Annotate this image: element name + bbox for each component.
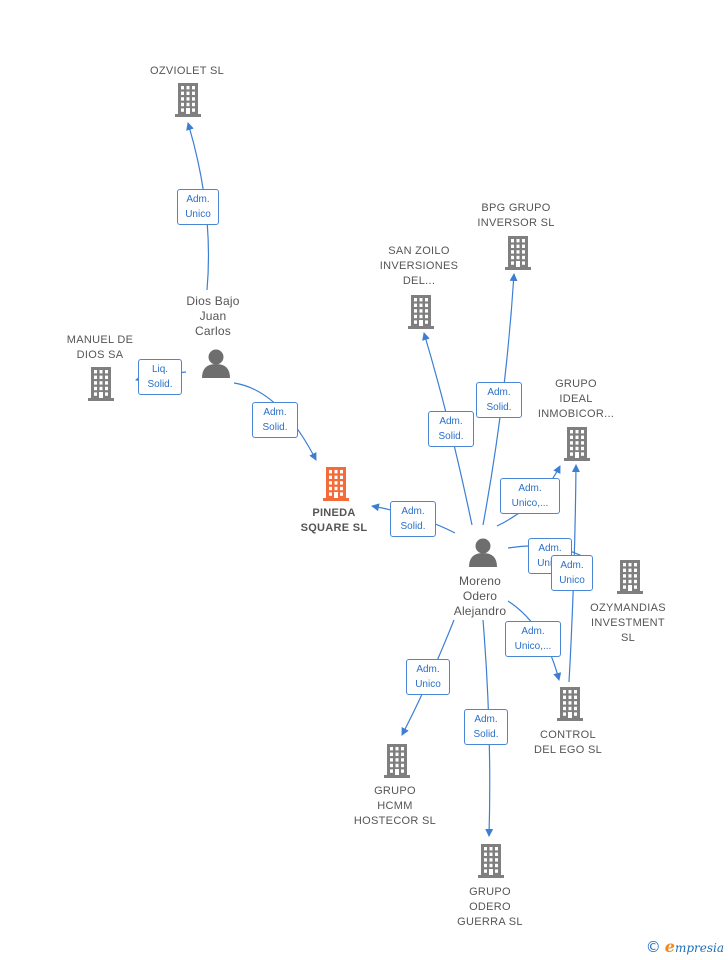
edge-label-control-to-grupoideal[interactable]: Adm. Unico <box>551 555 593 591</box>
edge-label-moreno-to-sanzoilo[interactable]: Adm. Solid. <box>428 411 474 447</box>
node-label-line: CONTROL <box>540 729 596 741</box>
building-icon-hcmm[interactable] <box>384 744 410 778</box>
building-icon-bpg[interactable] <box>505 236 531 270</box>
node-label-hcmm[interactable]: GRUPO HCMM HOSTECOR SL <box>354 784 436 829</box>
edge-label-line: Solid. <box>400 521 426 532</box>
brand-initial: e <box>664 937 675 956</box>
edge-label-line: Unico <box>415 679 441 690</box>
node-label-odero[interactable]: GRUPO ODERO GUERRA SL <box>457 885 523 930</box>
edge-label-line: Adm. <box>538 543 562 554</box>
icons-layer <box>88 83 643 878</box>
node-label-line: SAN ZOILO <box>388 245 450 257</box>
edge-label-line: Liq. <box>151 364 169 375</box>
building-icon-manuel[interactable] <box>88 367 114 401</box>
empresia-logo[interactable]: ©empresia <box>646 937 724 956</box>
brand-name: mpresia <box>674 941 724 955</box>
edge-label-line: Adm. <box>474 714 498 725</box>
node-label-ozymandias[interactable]: OZYMANDIAS INVESTMENT SL <box>590 601 666 646</box>
edge-label-moreno-to-control[interactable]: Adm. Unico,... <box>505 621 561 657</box>
building-icon-sanzoilo[interactable] <box>408 295 434 329</box>
edge-label-line: Adm. <box>439 416 463 427</box>
edge-label-line: Unico <box>559 575 585 586</box>
node-label-line: INVERSIONES <box>379 260 459 272</box>
edge-label-line: Adm. <box>521 626 545 637</box>
edge-label-line: Adm. <box>518 483 542 494</box>
node-label-line: Odero <box>462 589 498 603</box>
edge-label-line: Adm. <box>560 560 584 571</box>
building-icon-ozymandias[interactable] <box>617 560 643 594</box>
node-label-line: INMOBICOR... <box>537 408 615 420</box>
edge-label-line: Adm. <box>186 194 210 205</box>
edge-label-line: Solid. <box>473 729 499 740</box>
node-label-line: Moreno <box>459 574 501 588</box>
node-label-line: GRUPO <box>374 785 416 797</box>
edge-label-moreno-to-hcmm[interactable]: Adm. Unico <box>406 659 450 695</box>
edge-label-diosbajo-to-pineda[interactable]: Adm. Solid. <box>252 402 298 438</box>
edge-label-diosbajo-to-ozviolet[interactable]: Adm. Unico <box>177 189 219 225</box>
copyright-icon: © <box>645 938 661 956</box>
edge-label-moreno-to-grupoideal[interactable]: Adm. Unico,... <box>500 478 560 514</box>
edge-label-diosbajo-to-manuel[interactable]: Liq. Solid. <box>138 359 182 395</box>
node-label-line: OZVIOLET SL <box>149 65 225 77</box>
node-label-line: IDEAL <box>559 393 593 405</box>
edge-label-line: Adm. <box>416 664 440 675</box>
node-label-line: Carlos <box>195 324 231 338</box>
edge-label-moreno-to-odero[interactable]: Adm. Solid. <box>464 709 508 745</box>
edge-label-line: Unico,... <box>511 498 549 509</box>
node-label-pineda[interactable]: PINEDA SQUARE SL <box>301 506 368 536</box>
edge-label-line: Adm. <box>263 407 287 418</box>
edge-label-line: Solid. <box>486 402 512 413</box>
node-label-line: DEL EGO SL <box>533 744 603 756</box>
building-icon-grupoideal[interactable] <box>564 427 590 461</box>
edge-label-line: Adm. <box>487 387 511 398</box>
node-label-line: INVERSOR SL <box>477 217 555 229</box>
node-label-bpg[interactable]: BPG GRUPO INVERSOR SL <box>477 201 554 231</box>
node-label-line: INVESTMENT <box>591 617 665 629</box>
node-label-line: DIOS SA <box>76 349 124 361</box>
person-icon-diosbajo[interactable] <box>202 349 230 379</box>
node-label-line: DEL... <box>402 275 436 287</box>
node-label-line: OZYMANDIAS <box>590 602 666 614</box>
node-label-sanzoilo[interactable]: SAN ZOILO INVERSIONES DEL... <box>380 244 459 289</box>
node-label-manuel[interactable]: MANUEL DE DIOS SA <box>67 333 133 363</box>
node-label-line: BPG GRUPO <box>481 202 551 214</box>
node-label-line: MANUEL DE <box>66 334 134 346</box>
edge-label-line: Adm. <box>401 506 425 517</box>
person-icon-moreno[interactable] <box>469 538 497 568</box>
node-label-line: PINEDA <box>312 507 356 519</box>
node-label-line: HCMM <box>377 800 413 812</box>
building-icon-control[interactable] <box>557 687 583 721</box>
edge-label-moreno-to-pineda[interactable]: Adm. Solid. <box>390 501 436 537</box>
edge-label-line: Solid. <box>147 379 173 390</box>
building-icon-odero[interactable] <box>478 844 504 878</box>
edge-label-line: Solid. <box>262 422 288 433</box>
node-label-line: GRUPO <box>469 886 511 898</box>
node-label-line: ODERO <box>469 901 511 913</box>
node-label-line: Alejandro <box>453 604 507 618</box>
node-label-ozviolet[interactable]: OZVIOLET SL <box>150 64 224 79</box>
edge-label-line: Unico,... <box>514 641 552 652</box>
edge-label-line: Unico <box>537 558 563 569</box>
node-label-grupoideal[interactable]: GRUPO IDEAL INMOBICOR... <box>538 377 614 422</box>
edge-label-line: Solid. <box>438 431 464 442</box>
node-label-line: GRUPO <box>555 378 597 390</box>
node-label-line: HOSTECOR SL <box>353 815 437 827</box>
node-label-line: Juan <box>199 309 227 323</box>
node-label-line: SL <box>620 632 636 644</box>
edge-label-line: Unico <box>185 209 211 220</box>
building-icon-pineda[interactable] <box>323 467 349 501</box>
node-label-control[interactable]: CONTROL DEL EGO SL <box>534 728 602 758</box>
edge-label-moreno-to-bpg[interactable]: Adm. Solid. <box>476 382 522 418</box>
building-icon-ozviolet[interactable] <box>175 83 201 117</box>
node-label-line: Dios Bajo <box>186 294 240 308</box>
node-label-line: SQUARE SL <box>300 522 368 534</box>
node-label-line: GUERRA SL <box>457 916 523 928</box>
